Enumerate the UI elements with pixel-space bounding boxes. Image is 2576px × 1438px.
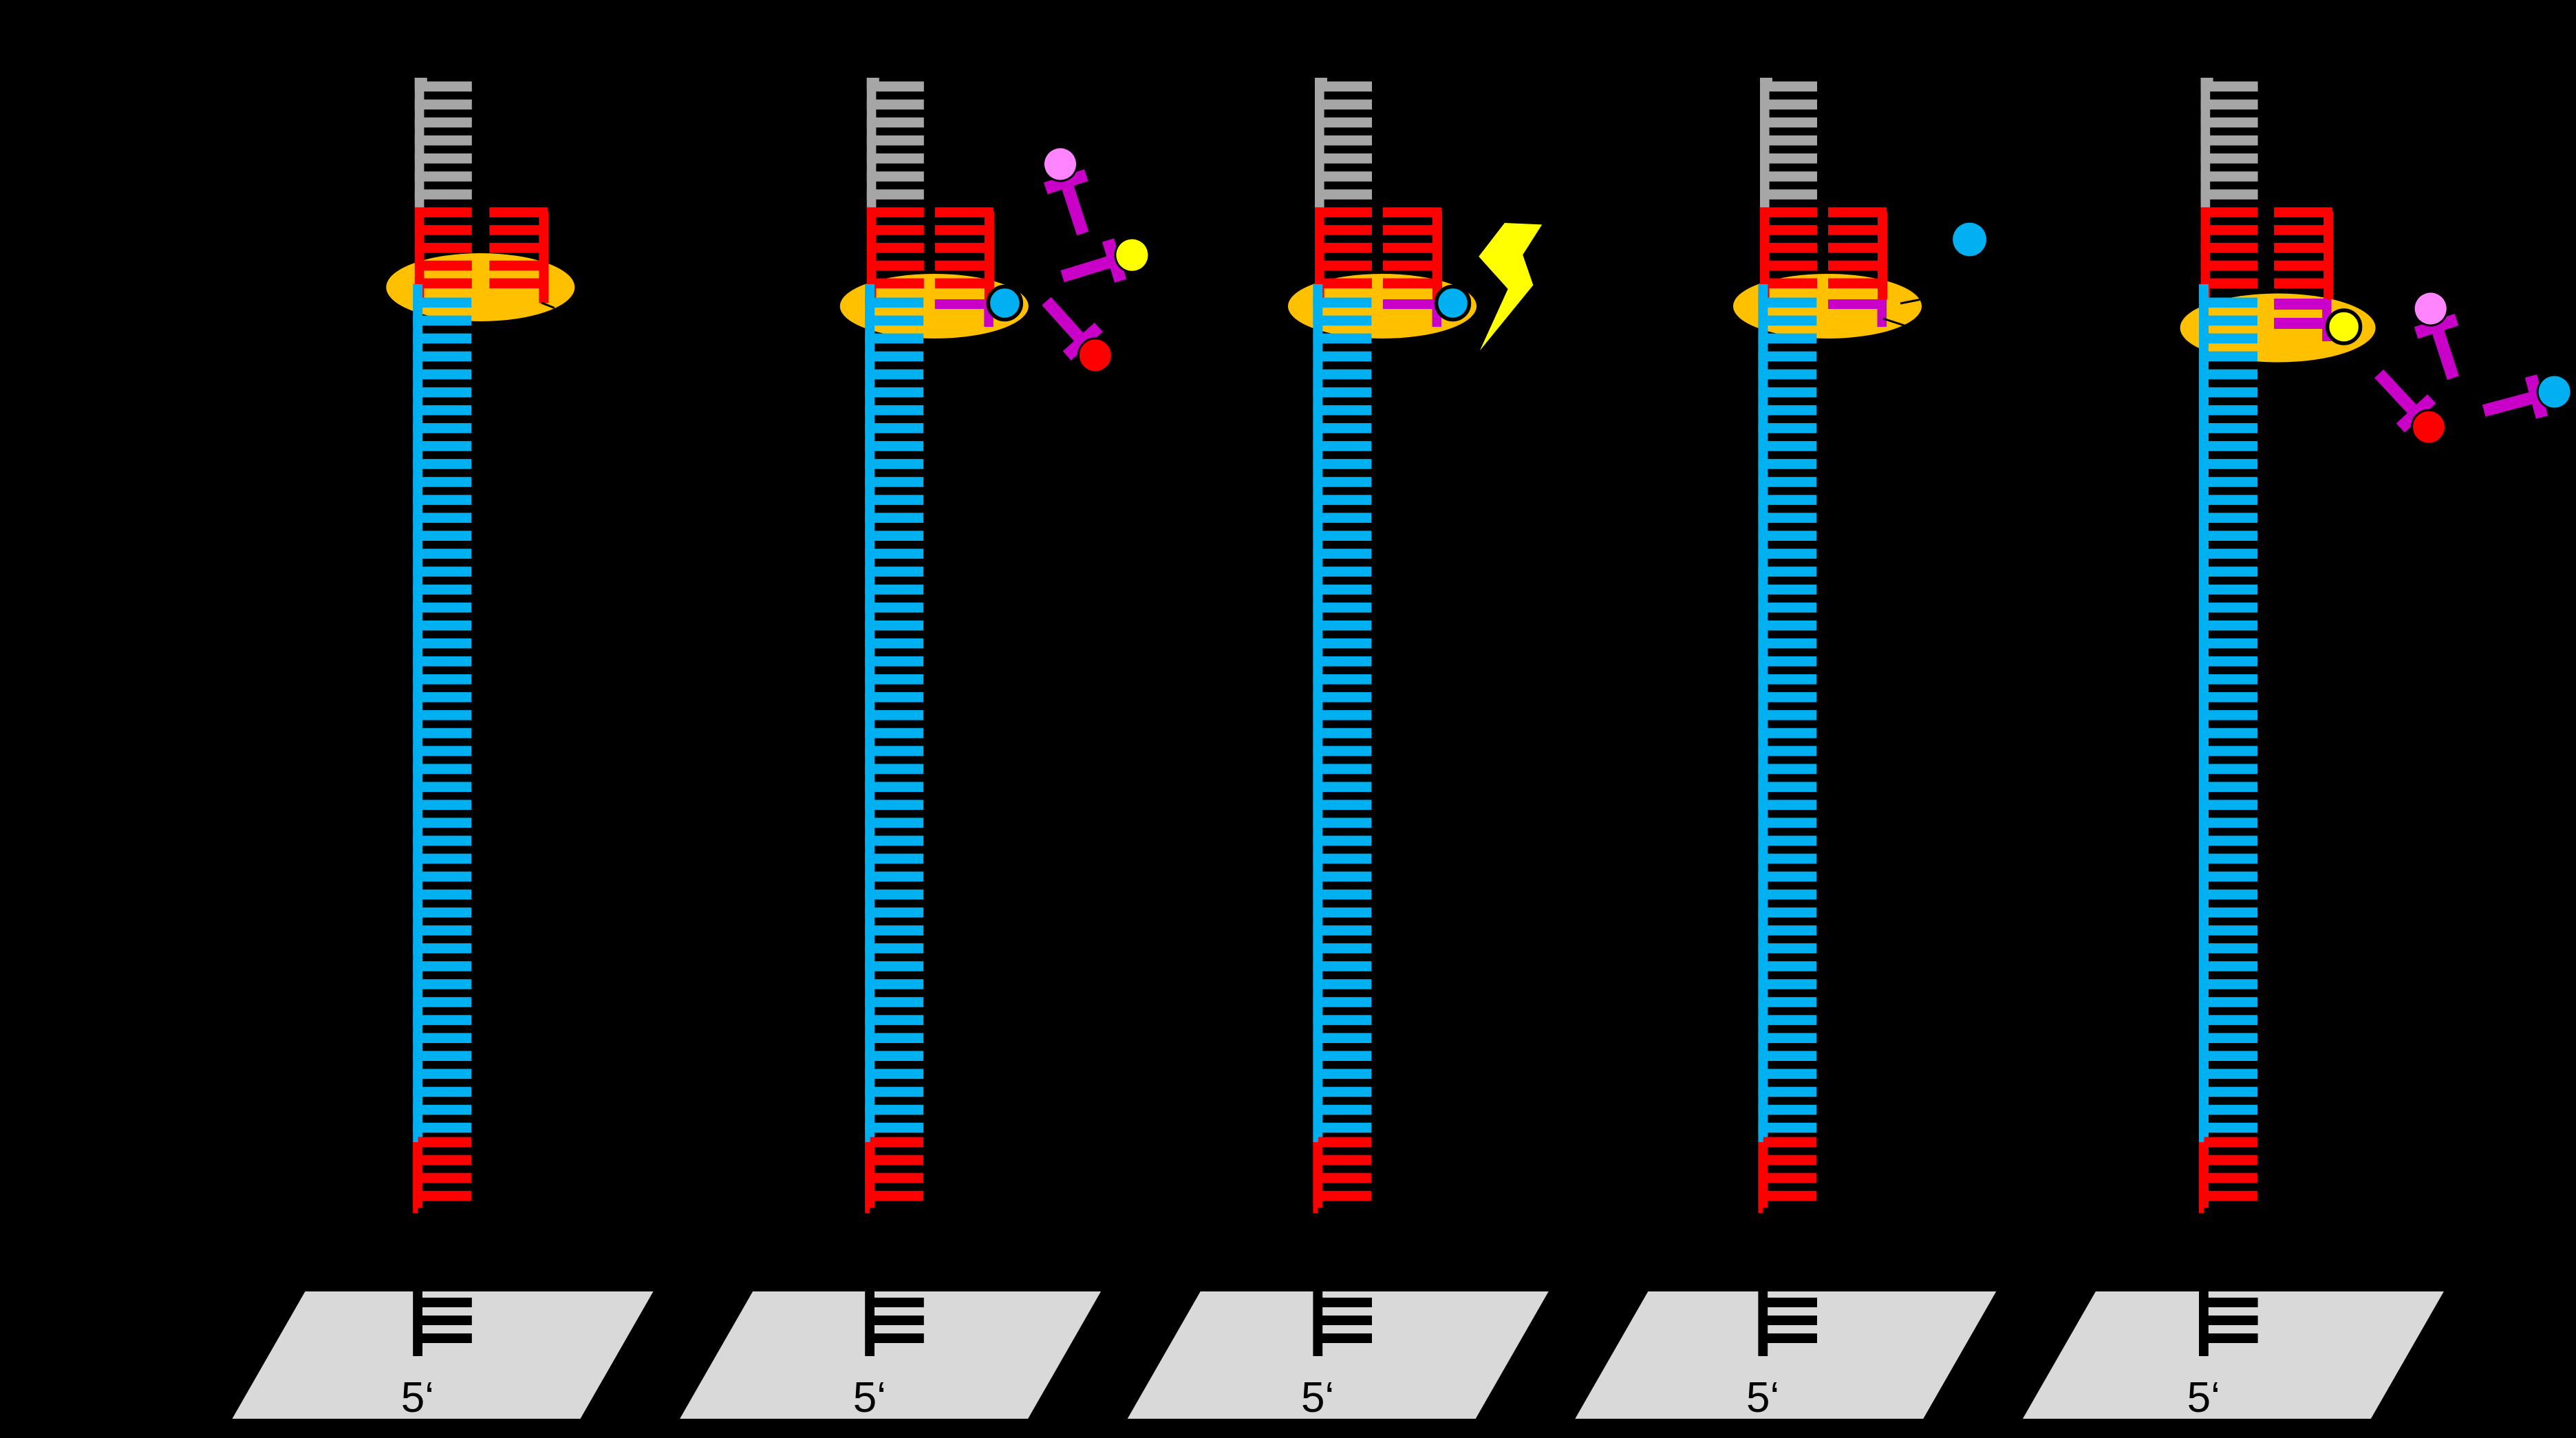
svg-text:5‘: 5‘: [853, 1374, 886, 1421]
svg-text:5‘: 5‘: [401, 1374, 434, 1421]
svg-text:5‘: 5‘: [1746, 1374, 1779, 1421]
svg-text:5‘: 5‘: [1301, 1374, 1334, 1421]
svg-text:5‘: 5‘: [2187, 1374, 2220, 1421]
